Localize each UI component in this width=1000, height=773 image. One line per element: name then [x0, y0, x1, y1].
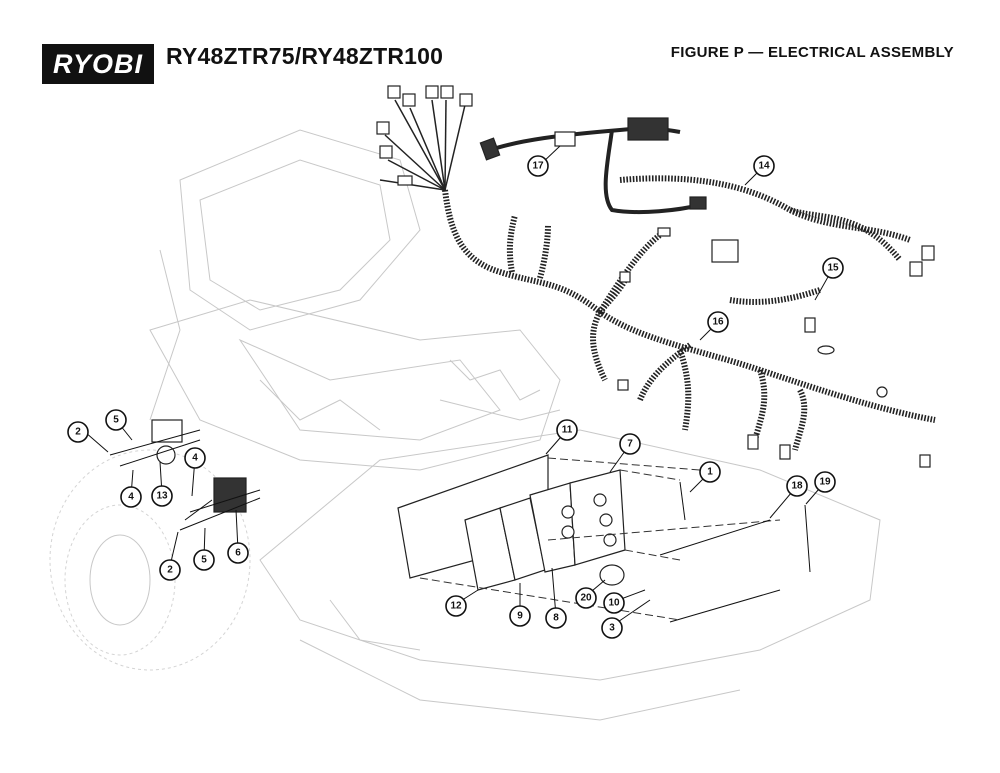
- callout-2-left-top: 2: [67, 421, 89, 443]
- svg-text:4: 4: [128, 492, 134, 503]
- model-number: RY48ZTR75/RY48ZTR100: [166, 43, 444, 69]
- callout-7: 7: [619, 433, 641, 455]
- callout-11: 11: [556, 419, 578, 441]
- svg-text:1: 1: [707, 467, 713, 478]
- wire-harness: [442, 175, 936, 451]
- figure-title: FIGURE P — ELECTRICAL ASSEMBLY: [670, 44, 954, 61]
- svg-text:10: 10: [608, 598, 620, 609]
- callout-8: 8: [545, 607, 567, 629]
- svg-text:8: 8: [553, 613, 559, 624]
- callout-12: 12: [445, 595, 467, 617]
- svg-text:7: 7: [627, 439, 633, 450]
- callout-9: 9: [509, 605, 531, 627]
- svg-text:5: 5: [201, 555, 207, 566]
- harness-connectors: [617, 227, 935, 468]
- svg-text:13: 13: [156, 491, 168, 502]
- svg-text:3: 3: [609, 623, 615, 634]
- pigtail-wires: [376, 85, 473, 191]
- svg-text:16: 16: [712, 317, 724, 328]
- callout-5-top: 5: [105, 409, 127, 431]
- logo-text: RYOBI: [52, 48, 144, 79]
- callout-2-left-bottom: 2: [159, 559, 181, 581]
- svg-text:17: 17: [532, 161, 544, 172]
- svg-text:2: 2: [75, 427, 81, 438]
- solenoid-and-regulator: [109, 419, 261, 531]
- svg-text:20: 20: [580, 593, 592, 604]
- callout-16: 16: [707, 311, 729, 333]
- callout-4-top: 4: [184, 447, 206, 469]
- controller-assembly: [397, 454, 626, 591]
- svg-text:12: 12: [450, 601, 462, 612]
- svg-text:6: 6: [235, 548, 241, 559]
- callout-13: 13: [151, 485, 173, 507]
- callout-17: 17: [527, 155, 549, 177]
- ghosted-mower-background: [49, 129, 881, 721]
- svg-text:15: 15: [827, 263, 839, 274]
- callout-19: 19: [814, 471, 836, 493]
- callout-3: 3: [601, 617, 623, 639]
- svg-text:2: 2: [167, 565, 173, 576]
- svg-text:14: 14: [758, 161, 770, 172]
- callout-20: 20: [575, 587, 597, 609]
- svg-text:11: 11: [562, 425, 573, 436]
- assembly-lines: [419, 457, 811, 623]
- svg-text:4: 4: [192, 453, 198, 464]
- callout-10: 10: [603, 592, 625, 614]
- svg-text:9: 9: [517, 611, 523, 622]
- callout-4-bottom: 4: [120, 486, 142, 508]
- callout-18: 18: [786, 475, 808, 497]
- svg-text:19: 19: [819, 477, 831, 488]
- callout-15: 15: [822, 257, 844, 279]
- battery-cable: [479, 117, 707, 215]
- callout-6: 6: [227, 542, 249, 564]
- ryobi-logo: RYOBI: [42, 44, 154, 84]
- callout-14: 14: [753, 155, 775, 177]
- callout-1: 1: [699, 461, 721, 483]
- svg-text:18: 18: [791, 481, 803, 492]
- svg-text:5: 5: [113, 415, 119, 426]
- callout-5-bottom: 5: [193, 549, 215, 571]
